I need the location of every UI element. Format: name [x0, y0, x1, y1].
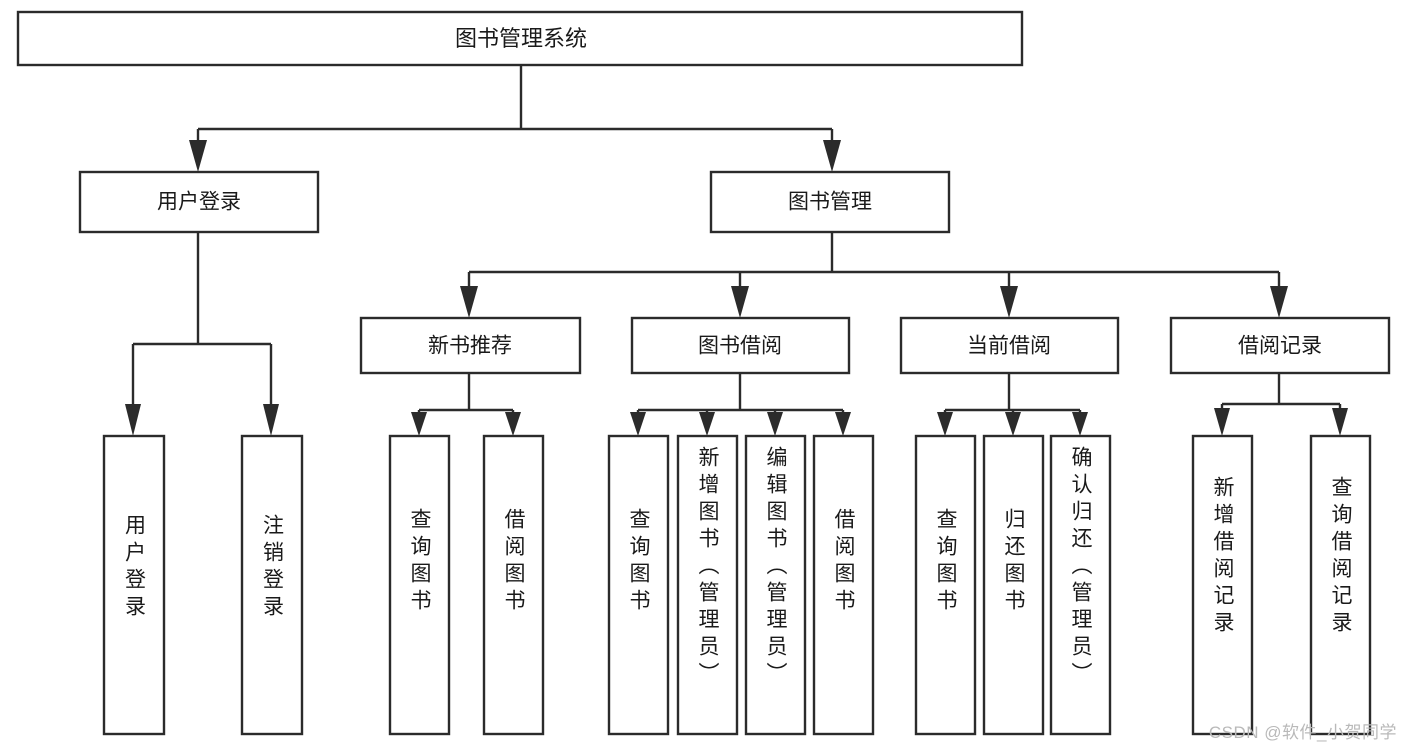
arrow-head-leaf-query-record: [1332, 408, 1348, 436]
arrow-head-leaf-add-book: [699, 412, 715, 436]
arrow-head-leaf-add-record: [1214, 408, 1230, 436]
leaf-box-confirm-return[interactable]: [1049, 434, 1112, 736]
arrow-head-leaf-query-book-3: [937, 412, 953, 436]
arrow-head-new-book-recommend: [460, 286, 478, 318]
node-book-manage[interactable]: 图书管理: [709, 170, 951, 234]
leaf-box-user-logout[interactable]: [240, 434, 304, 736]
csdn-watermark: CSDN @软件_小贺同学: [1208, 723, 1397, 742]
arrow-head-leaf-borrow-book-1: [505, 412, 521, 436]
leaf-box-add-record[interactable]: [1191, 434, 1254, 736]
leaf-box-borrow-book-2[interactable]: [812, 434, 875, 736]
arrow-head-leaf-confirm-return: [1072, 412, 1088, 436]
arrow-head-leaf-query-book-1: [411, 412, 427, 436]
leaf-box-query-book-2[interactable]: [607, 434, 670, 736]
leaf-box-query-record[interactable]: [1309, 434, 1372, 736]
node-book-borrow[interactable]: 图书借阅: [630, 316, 851, 375]
connector-group-new-book-recommend: [411, 373, 521, 436]
node-new-book-recommend-box[interactable]: [359, 316, 582, 375]
node-current-borrow-label: 当前借阅: [967, 335, 1051, 358]
node-current-borrow-box[interactable]: [899, 316, 1120, 375]
node-root-label: 图书管理系统: [455, 26, 587, 51]
connector-group-root: [189, 65, 841, 172]
leaf-box-borrow-book-1[interactable]: [482, 434, 545, 736]
node-book-manage-label: 图书管理: [788, 191, 872, 214]
connector-group-user-login: [125, 232, 279, 436]
arrow-head-book-manage: [823, 140, 841, 172]
arrow-head-leaf-user-login: [125, 404, 141, 436]
leaf-box-query-book-3[interactable]: [914, 434, 977, 736]
leaf-box-return-book[interactable]: [982, 434, 1045, 736]
arrow-head-leaf-query-book-2: [630, 412, 646, 436]
connector-group-book-manage: [460, 232, 1288, 318]
node-current-borrow[interactable]: 当前借阅: [899, 316, 1120, 375]
node-user-login-label: 用户登录: [157, 191, 241, 214]
node-user-login-box[interactable]: [78, 170, 320, 234]
arrow-head-current-borrow: [1000, 286, 1018, 318]
leaf-box-edit-book[interactable]: [744, 434, 807, 736]
leaf-box-add-book[interactable]: [676, 434, 739, 736]
node-borrow-record[interactable]: 借阅记录: [1169, 316, 1391, 375]
connector-group-book-borrow: [630, 373, 851, 436]
node-borrow-record-label: 借阅记录: [1238, 335, 1322, 358]
connector-group-borrow-record: [1214, 373, 1348, 436]
node-root[interactable]: 图书管理系统: [16, 10, 1024, 67]
arrow-head-leaf-borrow-book-2: [835, 412, 851, 436]
connector-group-current-borrow: [937, 373, 1088, 436]
node-new-book-recommend-label: 新书推荐: [428, 335, 512, 358]
leaf-box-group: [102, 434, 1372, 736]
node-borrow-record-box[interactable]: [1169, 316, 1391, 375]
leaf-box-user-login[interactable]: [102, 434, 166, 736]
node-root-box[interactable]: [16, 10, 1024, 67]
node-user-login[interactable]: 用户登录: [78, 170, 320, 234]
arrow-head-book-borrow: [731, 286, 749, 318]
node-book-borrow-box[interactable]: [630, 316, 851, 375]
node-new-book-recommend[interactable]: 新书推荐: [359, 316, 582, 375]
node-book-borrow-label: 图书借阅: [698, 335, 782, 358]
arrow-head-leaf-user-logout: [263, 404, 279, 436]
arrow-head-leaf-return-book: [1005, 412, 1021, 436]
leaf-box-query-book-1[interactable]: [388, 434, 451, 736]
arrow-head-leaf-edit-book: [767, 412, 783, 436]
arrow-head-borrow-record: [1270, 286, 1288, 318]
arrow-head-user-login: [189, 140, 207, 172]
node-book-manage-box[interactable]: [709, 170, 951, 234]
